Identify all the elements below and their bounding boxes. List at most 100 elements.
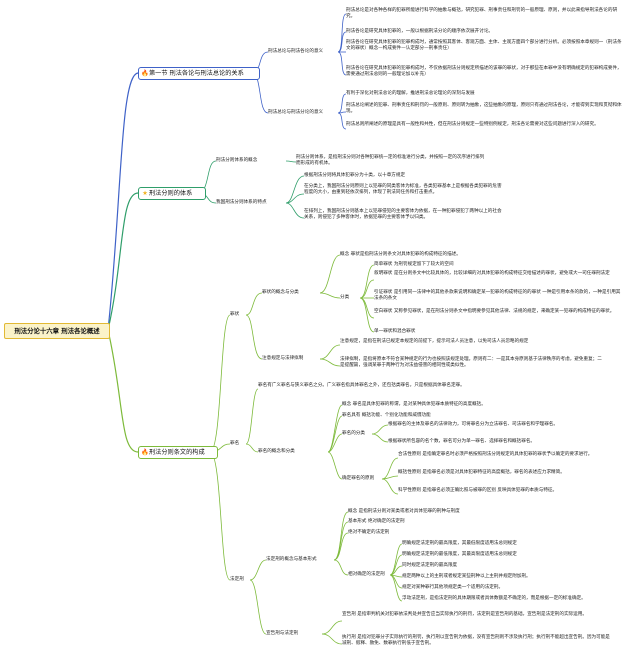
- fire-icon: 🔥: [141, 70, 149, 77]
- fire-icon: 🔥: [141, 449, 149, 456]
- edge-zm-c1-fenlei: [327, 433, 343, 453]
- s3-branch-fadingxing[interactable]: 法定刑: [230, 577, 244, 582]
- edge-s1-a-1: [337, 13, 347, 53]
- edge-fd-c1-2: [333, 532, 349, 561]
- edge-s2-b-2: [285, 193, 305, 204]
- edge-zx-c1-fenlei: [319, 292, 341, 299]
- zm-yuanze-item-1: 合法性原则 是指确定罪名时必须严格按照刑法分则规定的具体犯罪的罪状予以确定的要求…: [398, 452, 593, 457]
- edge-fd-c2: [249, 579, 267, 635]
- zx-fenlei-item-4: 空白罪状 又称参见罪状，是在刑法分则条文中指明要参见其他法律、法规的规定，来确定…: [374, 309, 615, 314]
- fd-rel-item-3: 同时规定法定刑的最高限度: [402, 563, 458, 568]
- fd-c1-concept: 概念 是指刑法分则对某类或者对具体犯罪的刑种与刑度: [348, 509, 460, 514]
- edge-s2-b-3: [285, 202, 305, 219]
- edge-s1-b-3: [337, 112, 347, 130]
- star-icon: ★: [142, 190, 148, 197]
- fd-rel-item-6: 浮动法定刑，是指法定刑的具体期限或者具体数额是不确定的，而是根据一定的标准确定。: [402, 596, 586, 601]
- s1-a-item-2: 刑法各论是研究具体犯罪的，一般以根据刑法分论的顺序依次展开讨论。: [346, 29, 494, 34]
- edge-fl-2: [371, 433, 389, 443]
- edge-fd-c2-2: [321, 633, 343, 645]
- edge-s1-a-2: [337, 31, 347, 53]
- root-node[interactable]: 刑法分论十六章 刑法各论概述: [4, 323, 110, 339]
- edge-fd-c1-rel: [333, 559, 349, 576]
- s1-branch-a[interactable]: 刑法总论与刑法各论的意义: [268, 49, 324, 54]
- s3-branch-zuiming[interactable]: 罪名: [230, 441, 240, 446]
- fd-rel-item-5: 规定对某种罪行其他项规定类一个适用的法定刑。: [402, 585, 504, 590]
- s1-branch-b-label[interactable]: 刑法总论与刑法分论的意义: [268, 110, 324, 115]
- zm-c1-yuanze[interactable]: 确定罪名的原则: [342, 476, 375, 481]
- edge-fenlei-2: [359, 279, 375, 299]
- fd-rel-item-1: 明确规定法定刑的最高限度，其最低限度适用法总则规定: [402, 541, 517, 546]
- zx-c2-label[interactable]: 注意规定与法律拟制: [262, 356, 304, 361]
- edge-zm-c1-func: [327, 415, 343, 453]
- edge-rel-6: [389, 574, 403, 602]
- zm-yuanze-item-2: 概括性原则 是指罪名必须是对具体犯罪特征的高度概括，罪名的表述应力求精简。: [398, 470, 565, 475]
- zx-fenlei-item-1: 简单罪状 为刑罚规定留下了较大的空间: [374, 262, 454, 267]
- fd-c1-item-2: 绝对不确定的法定刑: [348, 530, 390, 535]
- section-3-node[interactable]: 🔥刑法分则条文的构成: [138, 446, 218, 459]
- edge-fd-c2-1: [321, 620, 343, 635]
- zx-fenlei-item-2: 叙明罪状 是在分则条文中比较具体的，比较详细的对具体犯罪的构成特征交给描述的罪状…: [374, 271, 610, 276]
- zm-c1-label[interactable]: 罪名的概念和分类: [258, 449, 295, 454]
- zx-fenlei-item-3: 引证罪状 是引用同一法律中的其他条款来说明和确定某一犯罪的构成特征的的罪状 一种…: [374, 290, 621, 302]
- section-1-node[interactable]: 🔥第一节 刑法各论与刑法总论的关系: [138, 67, 260, 80]
- edge-s1-b-1: [337, 93, 347, 114]
- s1-a-item-3: 刑法各论在研究具体犯罪的犯罪构成时，通常按照其客体、客观方面、主体、主观方面四个…: [346, 40, 622, 52]
- edge-zx-c2-2: [319, 358, 341, 367]
- edge-zx-c1: [245, 292, 263, 316]
- fd-c1-label[interactable]: 法定刑的概念与基本形式: [266, 557, 317, 562]
- connector-lines: [107, 13, 403, 645]
- edge-fl-1: [371, 424, 389, 435]
- zx-c1-fenlei[interactable]: 分类: [340, 295, 350, 300]
- s2-a-text: 刑法分则体系，是指刑法分则对各种犯罪统一定的标准进行分类，并按照一定的次序进行排…: [296, 155, 485, 167]
- fd-c2-item-1: 宣告刑 是指审判机关对犯罪依法判处并宣告应当实际执行的刑罚，法定刑是宣告刑的基础…: [342, 612, 587, 617]
- s1-b-item-1: 有利于深化对刑法总论的理解，推进刑法总论理论的深刻与发展: [346, 91, 475, 96]
- fd-rel-item-4: 规定两种以上的主刑或者规定某些刑种以上主刑并规定附加刑。: [402, 574, 531, 579]
- edge-root-s2: [107, 192, 139, 331]
- edge-zx-c1-concept: [319, 254, 341, 294]
- fd-c2-item-2: 执行刑 是指对犯罪分子实际执行的刑罚，执行刑以宣告刑为依据，没有宣告刑则不涉及执…: [342, 635, 610, 647]
- s2-branch-a[interactable]: 刑法分则体系的概念: [216, 158, 258, 163]
- fd-c1-rel[interactable]: 相对确定的法定刑: [348, 572, 385, 577]
- fd-rel-item-2: 明确规定法定刑的最低限度，其最高限度适用法总则规定: [402, 552, 517, 557]
- edge-s2-b-1: [285, 175, 305, 204]
- edge-root-s3: [107, 329, 139, 453]
- edge-s1-a-4: [337, 51, 347, 76]
- zx-c1-label[interactable]: 罪状的概念与分类: [262, 290, 299, 295]
- section-1-title: 第一节 刑法各论与刑法总论的关系: [149, 70, 244, 77]
- s2-b-item-1: 根据刑法分则将具体犯罪分为十类，以十章方规定: [304, 173, 406, 178]
- section-2-title: 刑法分则的体系: [149, 190, 193, 197]
- s3-branch-zuizhuang[interactable]: 罪状: [230, 312, 240, 317]
- edge-s3-c: [209, 451, 231, 581]
- s2-b-item-2: 在分类上，我国刑法分则原则上以犯罪的同类客体为标准，各类犯罪基本上是根据各类犯罪…: [304, 184, 502, 196]
- edge-fd-c1: [249, 559, 267, 581]
- zm-c1-fenlei[interactable]: 罪名的分类: [342, 431, 365, 436]
- edge-fd-c1-1: [333, 521, 349, 561]
- zx-c2-item-1: 注意规定，是指在刑法已规定本规定的前提下，提示司法人员注意，以免司法人员忽略的规…: [340, 339, 529, 344]
- edge-root-s1: [107, 72, 139, 331]
- edge-zx-c2: [245, 314, 263, 360]
- zm-intro: 罪名有广义罪名与狭义罪名之分。广义罪名指具体罪名之外，还包括类罪名。只是根据具体…: [258, 383, 465, 388]
- edge-yz-1: [381, 457, 399, 480]
- edge-yz-2: [381, 475, 399, 480]
- edge-s2-a-1: [285, 160, 297, 163]
- edge-zm-c1-yuanze: [327, 451, 343, 480]
- edge-yz-3: [381, 478, 399, 495]
- s1-b-item-2: 刑法总论阐述的犯罪、刑事责任和刑罚的一般原则、原则转为抽象，这些抽象的原理，原则…: [346, 103, 622, 115]
- s2-b-item-3: 在排列上，我国刑法分则基本上以犯罪侵犯的主要客体为依据，在一种犯罪侵犯了两种以上…: [304, 209, 502, 221]
- s1-b-item-3: 刑法总则所阐述的原理是具有一般性和共性，但在刑法分则规定一些特别例规定，刑法各论…: [346, 122, 599, 127]
- edge-zx-c2-1: [319, 344, 341, 360]
- edge-s3-a: [209, 314, 231, 453]
- edge-fenlei-5: [359, 297, 375, 333]
- s1-a-item-4: 刑法各论在研究具体犯罪的犯罪构成时，不仅依据刑法分则规定所描述的该罪的罪状，对于…: [346, 66, 622, 78]
- section-3-title: 刑法分则条文的构成: [149, 449, 205, 456]
- zm-fenlei-item-1: 根据罪名的主体及罪名的法律效力，可将罪名分为立法罪名、司法罪名和学理罪名。: [388, 422, 558, 427]
- zm-c1-func: 罪名具有 概括功能、个别化功能和威慑功能: [342, 413, 431, 418]
- zx-fenlei-item-5: 单一罪状和混合罪状: [374, 329, 416, 334]
- zm-c1-concept: 概念 罪名是具体犯罪的称谓，是对某种具体犯罪本质特征的高度概括。: [342, 402, 486, 407]
- fd-c2-label[interactable]: 宣告刑与法定刑: [266, 631, 299, 636]
- zm-yuanze-item-3: 科学性原则 是指罪名必须正确比照与被罪的区别 反映具体犯罪的本质与特征。: [398, 488, 558, 493]
- s2-branch-b[interactable]: 我国刑法分则体系的特点: [216, 200, 267, 205]
- zm-fenlei-item-2: 根据罪状所包容的名个数，罪名可分为单一罪名、选择罪名和概括罪名。: [388, 439, 536, 444]
- section-2-node[interactable]: ★刑法分则的体系: [138, 187, 206, 200]
